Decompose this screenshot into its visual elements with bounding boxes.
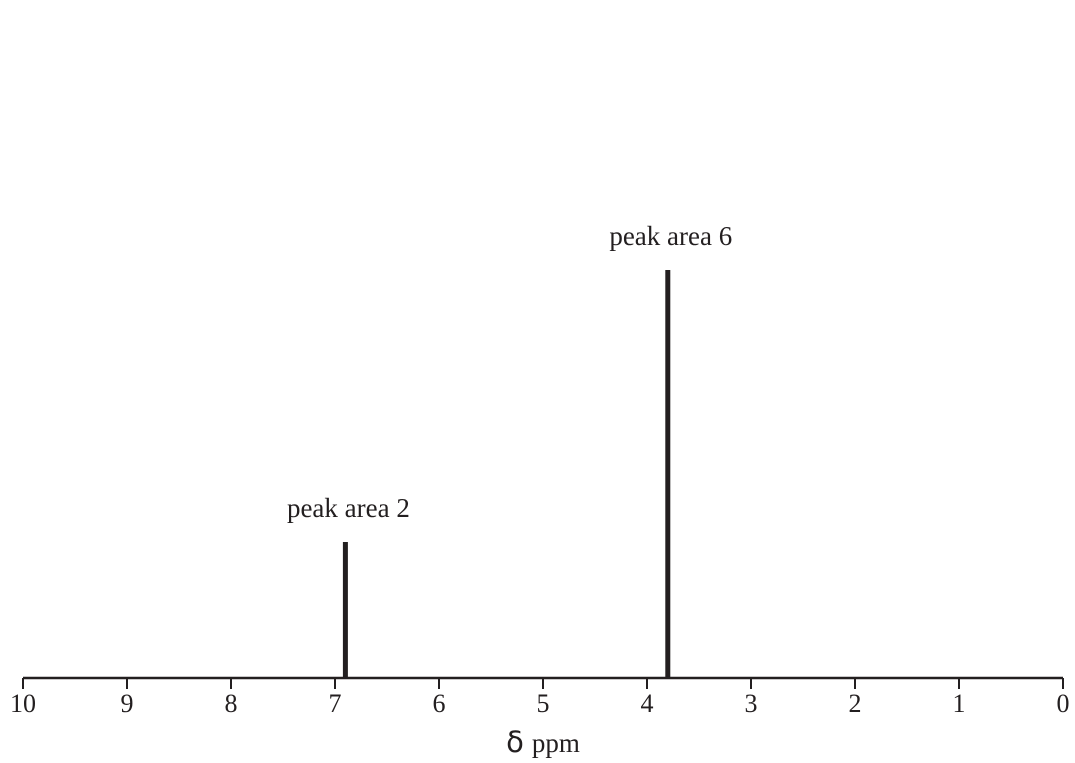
x-axis-symbol: δ	[506, 725, 524, 759]
x-tick-label: 7	[329, 689, 342, 718]
x-tick-label: 6	[433, 689, 446, 718]
x-tick-label: 5	[537, 689, 550, 718]
x-tick-label: 4	[641, 689, 654, 718]
x-tick-label: 8	[225, 689, 238, 718]
peaks-layer: peak area 2 peak area 6	[287, 221, 732, 678]
x-tick-label: 2	[849, 689, 862, 718]
peak-label: peak area 6	[609, 221, 732, 251]
x-axis-unit: ppm	[532, 728, 580, 758]
x-tick-label: 0	[1057, 689, 1070, 718]
peak-label: peak area 2	[287, 493, 410, 523]
x-tick-label: 1	[953, 689, 966, 718]
x-tick-label: 3	[745, 689, 758, 718]
x-tick-label: 9	[121, 689, 134, 718]
x-tick-label: 10	[10, 689, 36, 718]
